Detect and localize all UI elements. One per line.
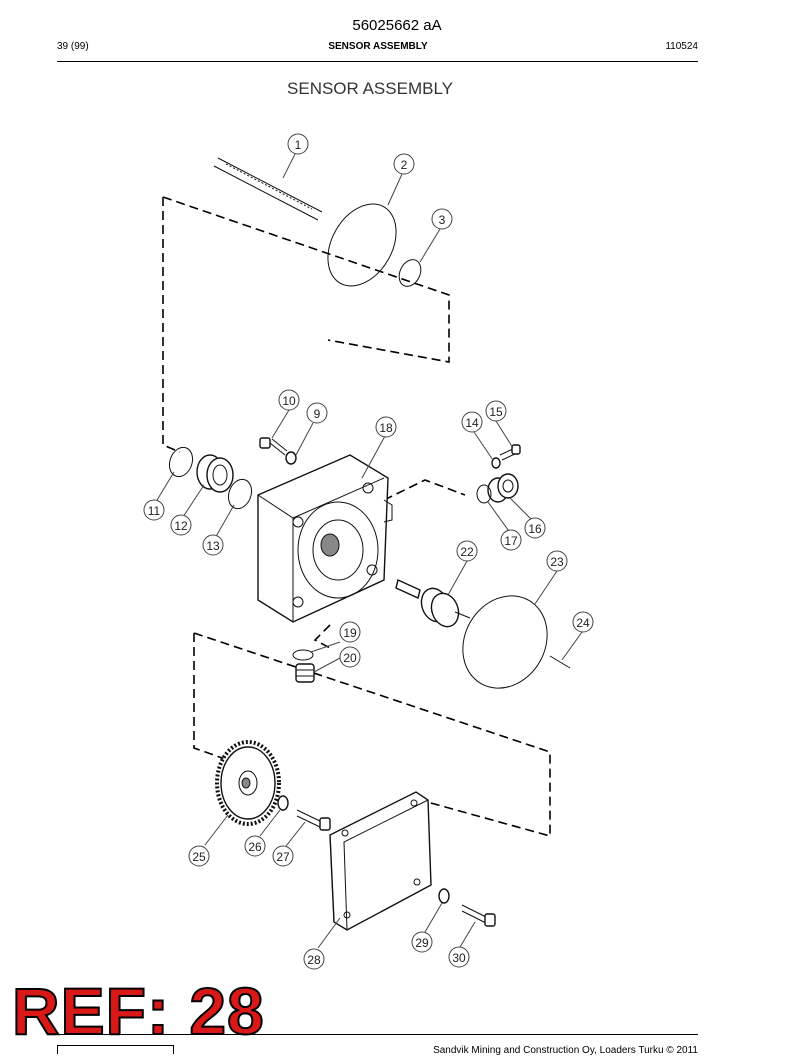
svg-text:2: 2 bbox=[401, 158, 408, 172]
svg-text:11: 11 bbox=[148, 504, 161, 518]
callout-24: 24 bbox=[572, 611, 594, 633]
callout-22: 22 bbox=[456, 540, 478, 562]
doc-number: 56025662 aA bbox=[352, 17, 442, 34]
callout-14: 14 bbox=[461, 411, 483, 433]
part-ring-11 bbox=[168, 446, 194, 478]
part-o-ring-17 bbox=[476, 484, 492, 504]
svg-text:14: 14 bbox=[465, 416, 479, 430]
svg-text:25: 25 bbox=[192, 850, 206, 864]
callout-19: 19 bbox=[339, 621, 361, 643]
part-shaft-22 bbox=[395, 579, 471, 628]
svg-text:1: 1 bbox=[295, 138, 302, 152]
callout-1: 1 bbox=[287, 133, 309, 155]
header-code: 110524 bbox=[665, 41, 698, 52]
callout-26: 26 bbox=[244, 835, 266, 857]
assembly-lines bbox=[162, 196, 551, 838]
callout-29: 29 bbox=[411, 931, 433, 953]
part-washer-14 bbox=[491, 457, 501, 469]
svg-text:27: 27 bbox=[276, 850, 290, 864]
svg-text:30: 30 bbox=[452, 951, 466, 965]
part-gear-25 bbox=[215, 740, 281, 826]
part-retaining-ring bbox=[398, 259, 422, 287]
part-cover-28 bbox=[329, 791, 432, 931]
callout-30: 30 bbox=[448, 946, 470, 968]
callout-12: 12 bbox=[170, 514, 192, 536]
part-pin-24 bbox=[549, 655, 571, 669]
callout-23: 23 bbox=[546, 550, 568, 572]
footer-rule bbox=[57, 1034, 698, 1035]
callout-20: 20 bbox=[339, 646, 361, 668]
svg-text:20: 20 bbox=[343, 651, 357, 665]
callout-10: 10 bbox=[278, 389, 300, 411]
svg-text:10: 10 bbox=[282, 394, 296, 408]
header-rule bbox=[57, 61, 698, 62]
callout-17: 17 bbox=[500, 529, 522, 551]
callout-3: 3 bbox=[431, 208, 453, 230]
page-count: 39 (99) bbox=[57, 41, 89, 52]
svg-text:28: 28 bbox=[307, 953, 321, 967]
part-spring bbox=[213, 157, 323, 221]
svg-text:29: 29 bbox=[415, 936, 429, 950]
callout-2: 2 bbox=[393, 153, 415, 175]
leader-lines bbox=[153, 153, 583, 949]
part-plug-16 bbox=[487, 473, 519, 503]
callout-15: 15 bbox=[485, 400, 507, 422]
part-o-ring-23 bbox=[462, 595, 548, 689]
svg-text:9: 9 bbox=[314, 407, 321, 421]
part-housing-18 bbox=[257, 454, 393, 623]
part-washer-29 bbox=[438, 888, 450, 904]
svg-text:3: 3 bbox=[439, 213, 446, 227]
callout-11: 11 bbox=[143, 499, 165, 521]
part-bolt-30 bbox=[461, 904, 496, 927]
svg-text:18: 18 bbox=[379, 421, 393, 435]
part-washer-26 bbox=[277, 795, 289, 811]
part-washer-9 bbox=[285, 451, 297, 465]
callout-25: 25 bbox=[188, 845, 210, 867]
drawing-title: SENSOR ASSEMBLY bbox=[287, 79, 453, 98]
header-title: SENSOR ASSEMBLY bbox=[328, 41, 428, 52]
svg-text:23: 23 bbox=[550, 555, 564, 569]
part-plug-20 bbox=[295, 663, 315, 683]
svg-text:13: 13 bbox=[206, 539, 220, 553]
callout-28: 28 bbox=[303, 948, 325, 970]
part-screw-15 bbox=[499, 444, 521, 461]
callout-27: 27 bbox=[272, 845, 294, 867]
svg-text:12: 12 bbox=[174, 519, 188, 533]
svg-text:26: 26 bbox=[248, 840, 262, 854]
brand-logo bbox=[57, 1045, 174, 1054]
part-screw-10 bbox=[259, 437, 288, 456]
copyright: Sandvik Mining and Construction Oy, Load… bbox=[433, 1045, 698, 1056]
callout-13: 13 bbox=[202, 534, 224, 556]
callout-16: 16 bbox=[524, 517, 546, 539]
callout-9: 9 bbox=[306, 402, 328, 424]
ref-stamp: REF: 28 bbox=[11, 974, 265, 1048]
svg-text:22: 22 bbox=[460, 545, 474, 559]
exploded-parts-drawing: SENSOR ASSEMBLY bbox=[143, 79, 594, 970]
svg-text:16: 16 bbox=[528, 522, 542, 536]
part-ring-13 bbox=[227, 478, 253, 510]
part-bearing-12 bbox=[196, 454, 234, 493]
part-bolt-27 bbox=[296, 809, 331, 831]
callout-18: 18 bbox=[375, 416, 397, 438]
svg-text:15: 15 bbox=[489, 405, 503, 419]
part-seal-19 bbox=[292, 649, 314, 661]
svg-text:19: 19 bbox=[343, 626, 357, 640]
svg-text:24: 24 bbox=[576, 616, 590, 630]
svg-text:17: 17 bbox=[504, 534, 518, 548]
part-o-ring-large bbox=[327, 203, 397, 287]
